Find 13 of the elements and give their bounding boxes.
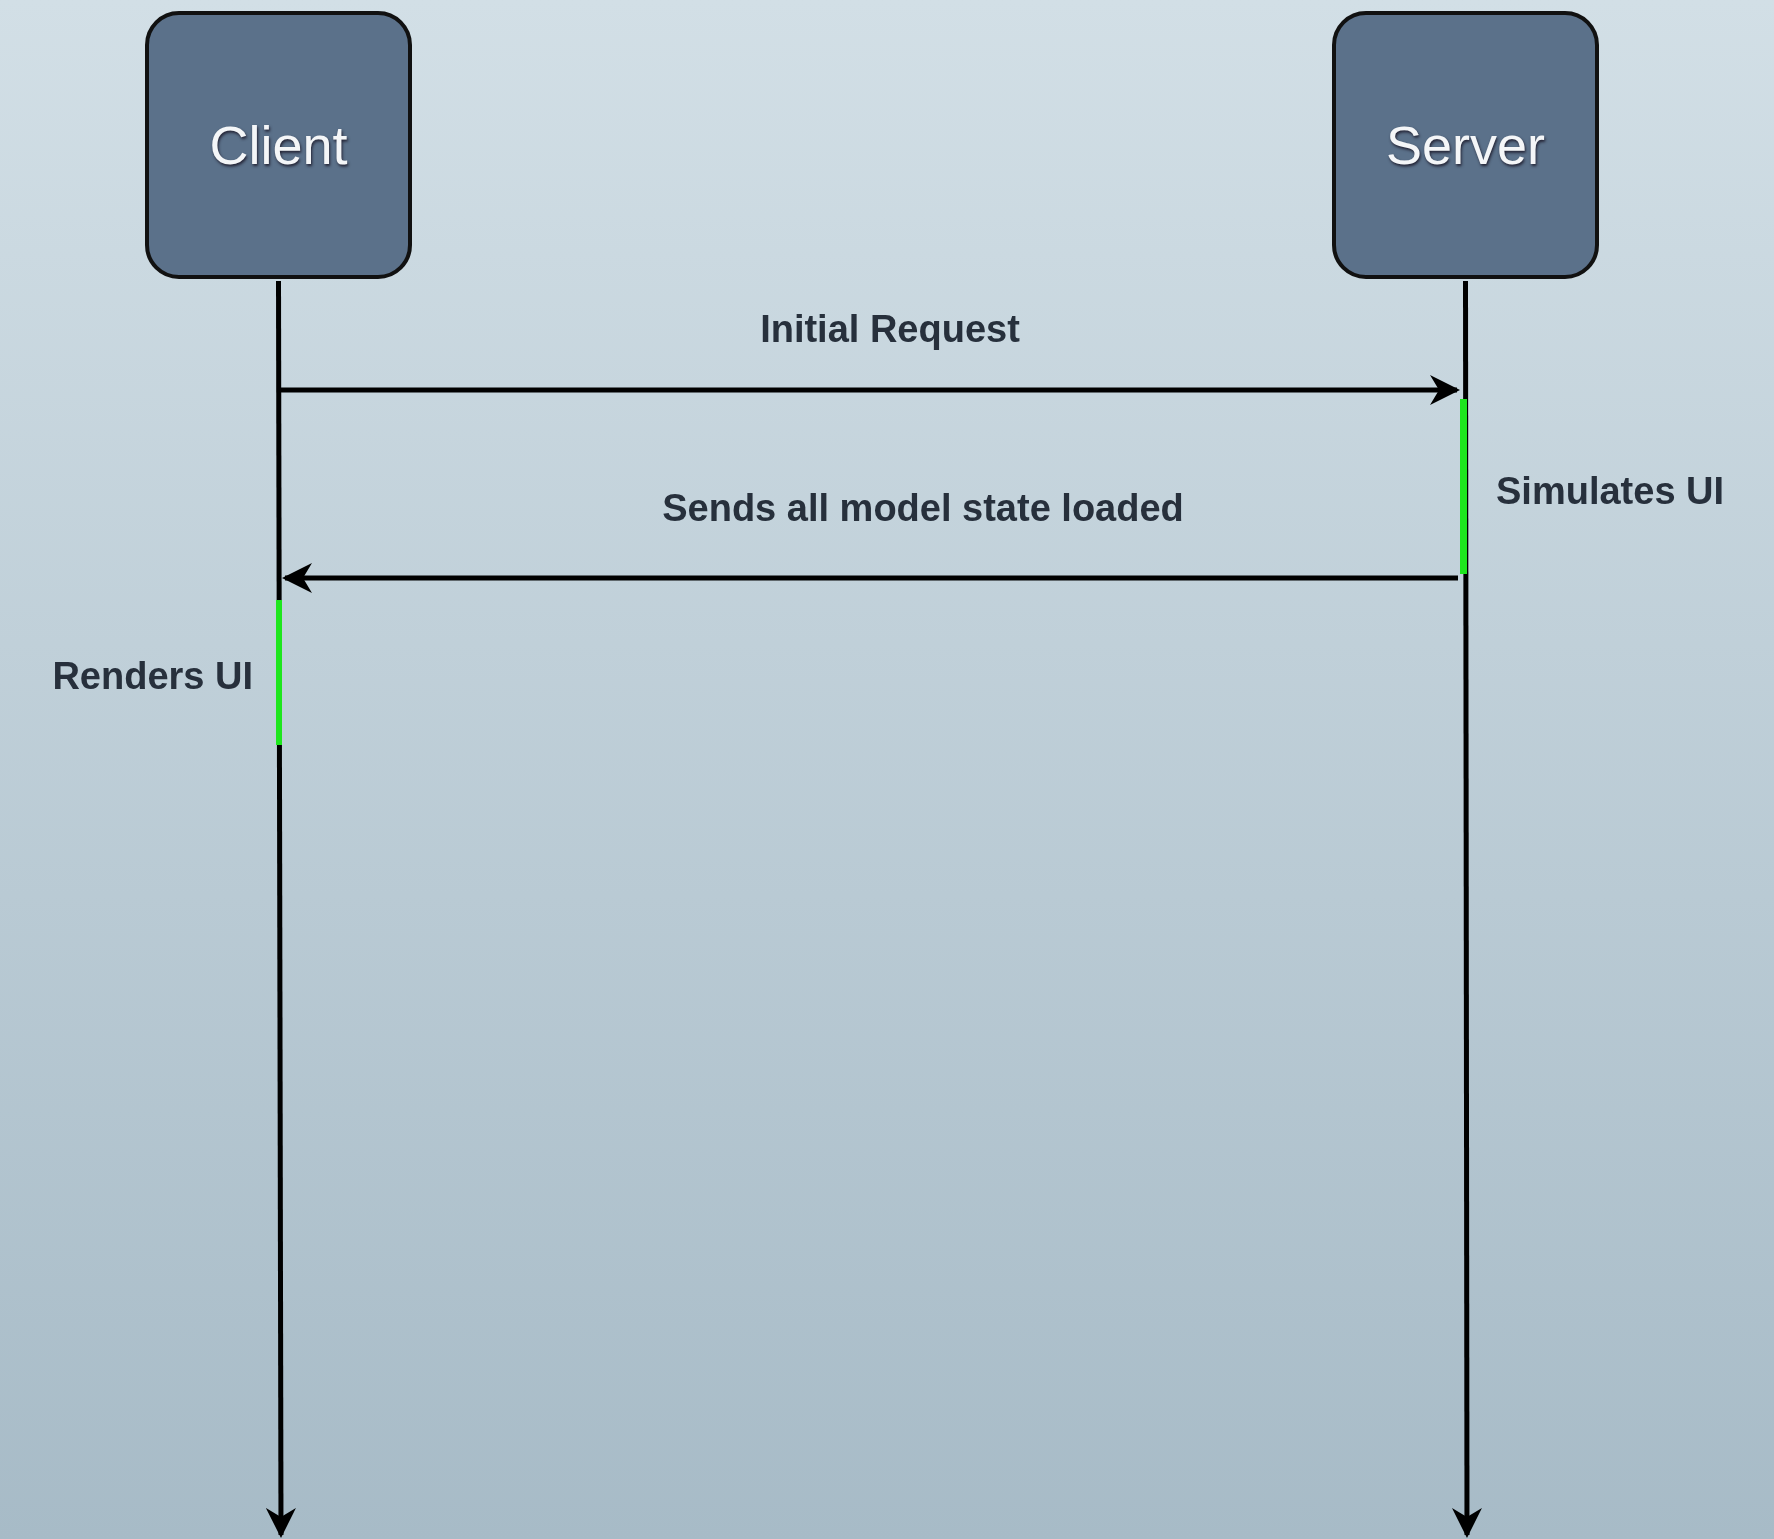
activation-bar [1460, 399, 1467, 574]
activation-bar [276, 600, 282, 745]
lifeline [1451, 281, 1482, 1538]
activity-label: Renders UI [52, 655, 253, 698]
edge-label: Sends all model state loaded [662, 487, 1184, 530]
lifeline-box [145, 11, 412, 279]
activity-label: Simulates UI [1496, 470, 1725, 513]
participant-label: Server [1385, 114, 1545, 176]
participant-label: Client [209, 114, 348, 176]
lifeline [265, 281, 296, 1538]
lifeline-box [1332, 11, 1599, 279]
edge-label: Initial Request [760, 308, 1020, 351]
message-arrow [282, 563, 1458, 593]
